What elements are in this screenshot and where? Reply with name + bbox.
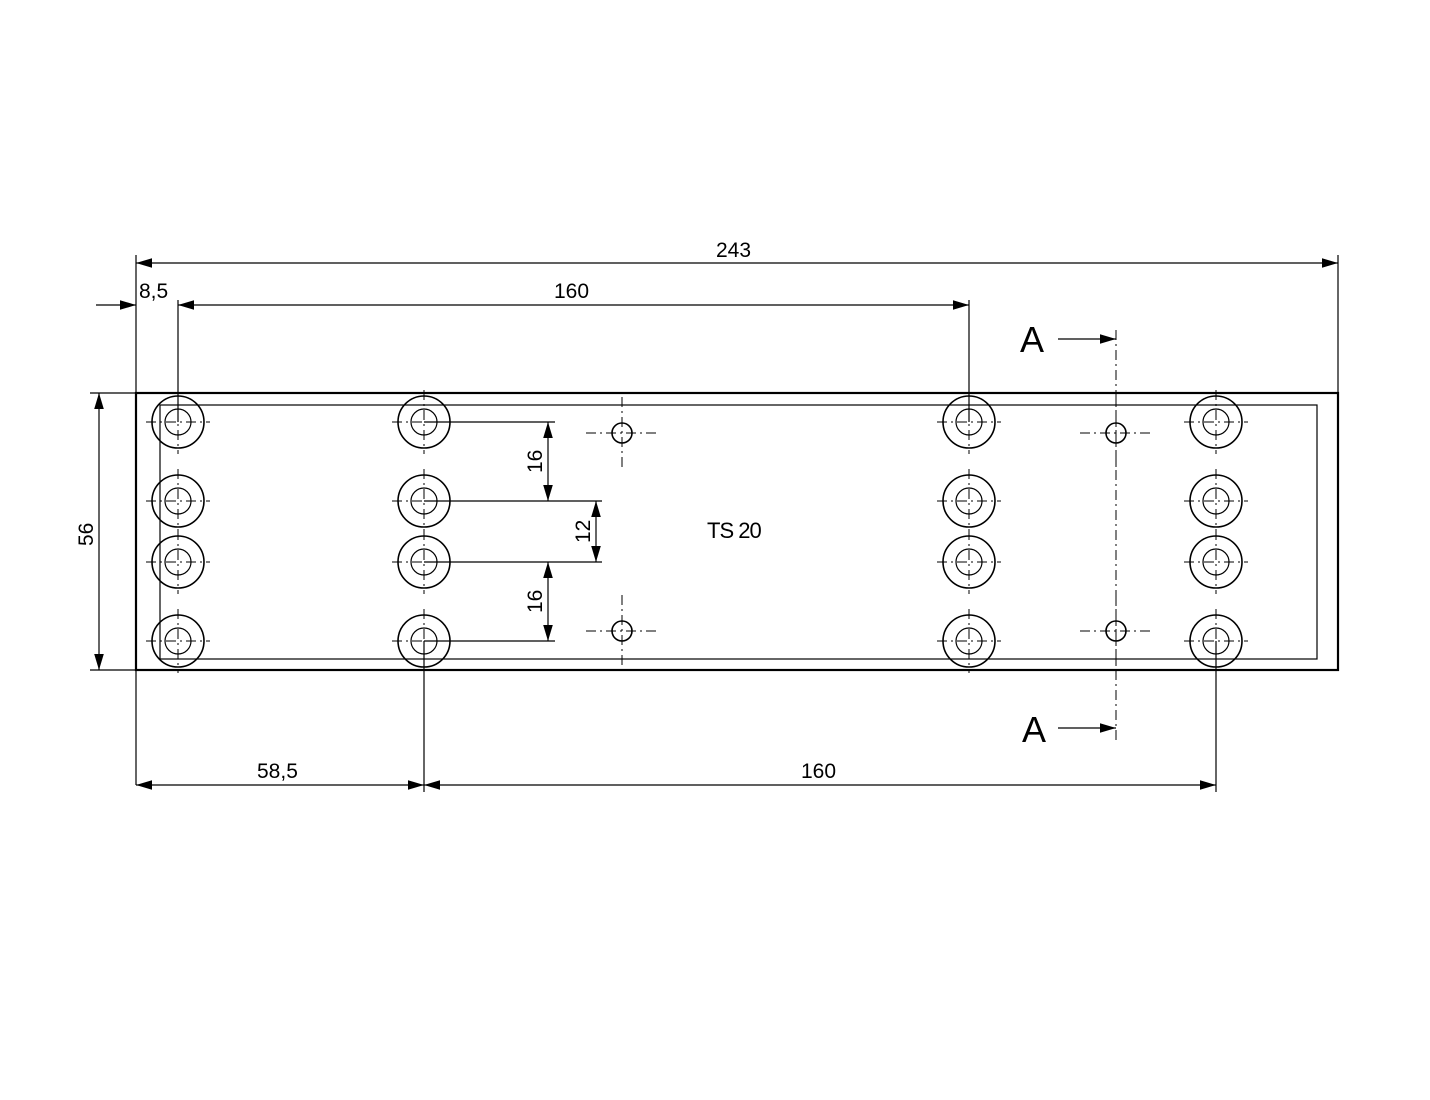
- mounting-hole: [146, 469, 210, 533]
- part-label: TS 20: [707, 518, 761, 543]
- section-label-top: A: [1020, 319, 1044, 360]
- dimension-value-lower: 16: [524, 590, 547, 613]
- dimension-value: 8,5: [139, 280, 168, 303]
- mounting-hole: [146, 609, 210, 673]
- fixing-hole: [586, 397, 658, 469]
- hole-counterbore: [1189, 395, 1243, 449]
- dimension-value: 58,5: [257, 760, 298, 783]
- dimension-value: 160: [554, 280, 589, 303]
- dimension-value: 243: [716, 239, 751, 262]
- fixing-hole: [586, 595, 658, 667]
- dimension-edge-to-second-column: 58,5: [136, 641, 425, 792]
- dimension-overall-length: 243: [135, 239, 1339, 785]
- dimension-top-hole-spacing: 160: [178, 280, 970, 422]
- hole-counterbore: [1189, 535, 1243, 589]
- mounting-hole: [937, 530, 1001, 594]
- dimension-value-upper: 16: [524, 450, 547, 473]
- hole-counterbore: [942, 535, 996, 589]
- dimension-plate-height: 56: [75, 392, 136, 671]
- mounting-hole: [1184, 530, 1248, 594]
- section-line-a: A A: [1020, 319, 1117, 750]
- mounting-hole: [1184, 390, 1248, 454]
- plate-inner-outline: [159, 404, 1318, 660]
- dimension-bottom-hole-spacing: 160: [424, 641, 1217, 792]
- section-label-bottom: A: [1022, 709, 1046, 750]
- dimension-value: 56: [75, 523, 98, 546]
- hole-counterbore: [1189, 474, 1243, 528]
- mounting-hole: [937, 609, 1001, 673]
- dimension-value: 160: [801, 760, 836, 783]
- mounting-hole: [1184, 469, 1248, 533]
- dimension-edge-to-first-hole: 8,5: [96, 280, 179, 422]
- mounting-hole: [937, 469, 1001, 533]
- dimension-row-spacings: 16 12 16: [424, 421, 602, 642]
- mounting-hole: [146, 530, 210, 594]
- fixing-holes: [586, 397, 1152, 667]
- dimension-value-middle: 12: [572, 520, 595, 543]
- hole-counterbore: [942, 474, 996, 528]
